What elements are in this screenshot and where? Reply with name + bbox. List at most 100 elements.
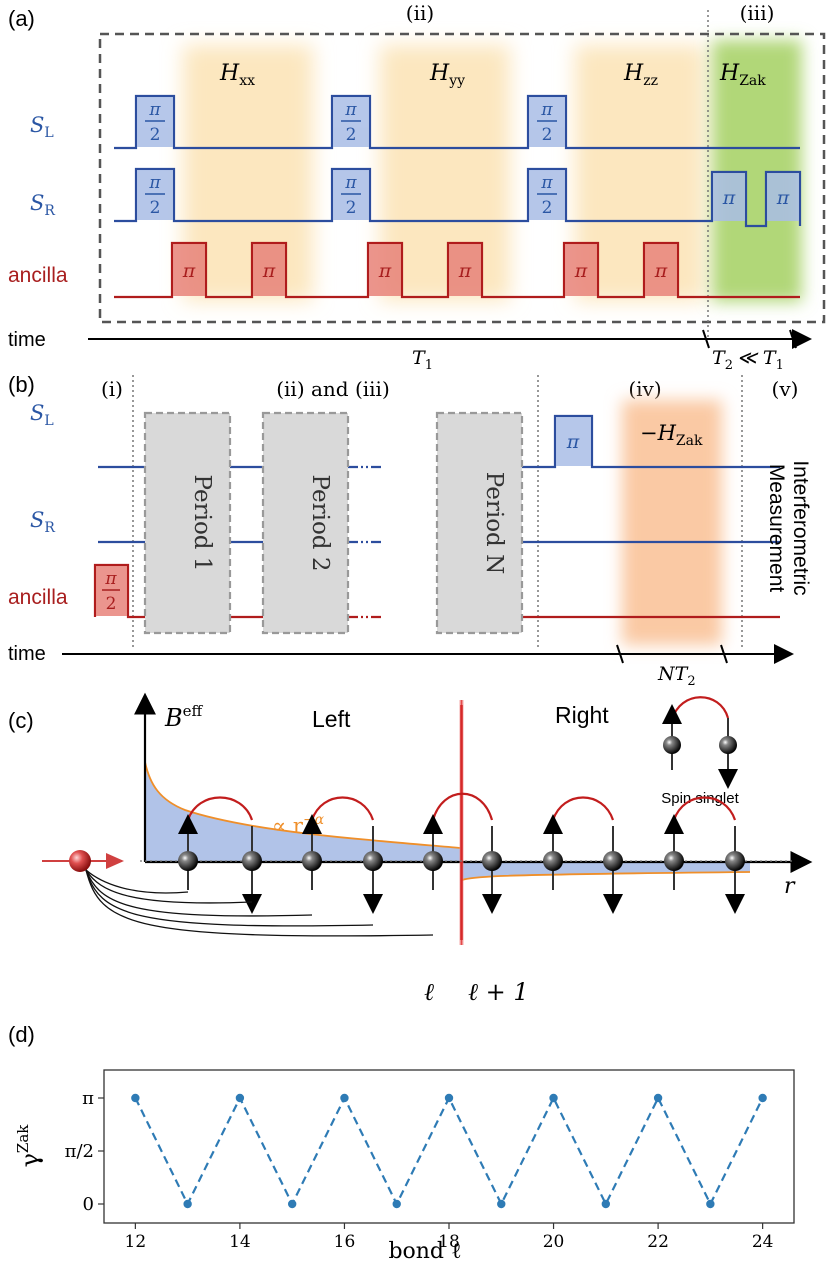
zak-data-point <box>549 1093 558 1103</box>
panel-c: (c) Beff Left Right ∝ r−α r Spin singlet <box>8 692 813 945</box>
plot-frame <box>103 1069 795 1224</box>
spin-site <box>242 851 262 871</box>
panel-c-label: (c) <box>8 708 34 733</box>
svg-text:2: 2 <box>542 198 553 218</box>
sr-waveform <box>114 167 802 228</box>
beff-curve-left <box>144 761 461 849</box>
svg-text:π: π <box>540 173 553 193</box>
ancilla-pi-labels: π π π π π π <box>182 260 668 282</box>
svg-text:π: π <box>262 260 276 282</box>
ancilla-spin <box>69 850 91 872</box>
singlet-bond <box>310 796 375 821</box>
x-tick-label: 12 <box>125 1232 147 1252</box>
site-l-label: ℓ <box>424 978 434 1006</box>
panel-a: (a) (ii) (iii) Hxx Hyy Hzz HZak SL SR an… <box>8 1 826 373</box>
svg-text:π: π <box>148 173 161 193</box>
spin-site <box>178 851 198 871</box>
ancilla-pi-half-pulse <box>96 566 127 616</box>
tick-nt2-end <box>720 644 728 664</box>
svg-text:2: 2 <box>150 125 161 145</box>
x-tick-label: 16 <box>334 1232 356 1252</box>
row-sr-label-b: SR <box>30 508 55 536</box>
svg-text:π: π <box>148 100 161 120</box>
section-i-label: (i) <box>101 377 123 401</box>
site-l1-label: ℓ + 1 <box>468 978 529 1006</box>
ancilla-coupling <box>85 869 253 904</box>
spin-site <box>482 851 502 871</box>
x-tick-label: 20 <box>543 1232 565 1252</box>
row-sl-label: SL <box>30 113 54 141</box>
right-label: Right <box>555 702 609 728</box>
y-tick-label: π/2 <box>65 1141 94 1162</box>
blue-pulse-fills <box>137 97 799 221</box>
period-n-box <box>435 411 524 635</box>
zak-data-point <box>601 1199 611 1209</box>
panel-d-label: (d) <box>8 1022 35 1047</box>
hyy-label: Hyy <box>429 61 465 89</box>
beff-curve-right <box>461 871 751 881</box>
singlet-bond <box>551 796 615 821</box>
zak-data-point <box>706 1199 715 1209</box>
svg-text:π: π <box>654 260 668 282</box>
tick-t2-end <box>789 329 797 349</box>
zak-data-point <box>444 1093 454 1103</box>
nt2-label: NT2 <box>657 663 696 689</box>
x-tick-label: 22 <box>647 1232 669 1252</box>
singlet-bond <box>186 796 254 821</box>
spin-site <box>302 851 322 871</box>
hzz-label: Hzz <box>623 61 658 89</box>
panel-a-label: (a) <box>8 6 35 31</box>
panel-b: (b) (i) (ii) and (iii) (iv) (v) −HZak SL… <box>8 372 812 689</box>
y-axis-label: γZak <box>14 1124 44 1168</box>
ancilla-waveform <box>114 241 800 299</box>
zak-data-point <box>340 1093 349 1103</box>
period-1-label: Period 1 <box>189 475 215 572</box>
sl-line-b <box>98 414 780 469</box>
zak-data-point <box>653 1093 663 1103</box>
row-sr-label: SR <box>30 191 55 219</box>
zak-data-point <box>497 1199 506 1209</box>
period-frame <box>98 32 826 324</box>
svg-text:π: π <box>776 187 790 209</box>
svg-text:2: 2 <box>106 594 117 614</box>
spin-site <box>423 851 443 871</box>
svg-text:π: π <box>104 569 117 589</box>
measurement-line2: Measurement <box>765 464 788 593</box>
time-label-b: time <box>8 643 46 665</box>
y-axis-label-sup: Zak <box>14 1124 32 1153</box>
x-axis-label: bond ℓ <box>388 1239 461 1262</box>
t1-label: T1 <box>412 347 433 373</box>
period-1-box <box>143 411 232 635</box>
row-ancilla-label-b: ancilla <box>8 586 68 609</box>
period-2-label: Period 2 <box>307 475 333 572</box>
t2-label: T2≪ T1 <box>712 347 784 373</box>
row-sl-label-b: SL <box>30 401 54 429</box>
ancilla-coupling <box>85 869 434 937</box>
svg-text:2: 2 <box>346 198 357 218</box>
spin-site <box>603 851 623 871</box>
time-label-a: time <box>8 329 46 351</box>
svg-text:π: π <box>540 100 553 120</box>
sl-pi-pulse <box>556 417 591 466</box>
section-iii-label: (iii) <box>740 1 775 25</box>
section-iv-label: (iv) <box>628 377 661 401</box>
y-tick-label: π <box>82 1088 94 1109</box>
panel-b-label: (b) <box>8 372 35 397</box>
singlet-bond <box>672 796 737 821</box>
section-ii-iii-label: (ii) and (iii) <box>276 377 390 401</box>
row-ancilla-label: ancilla <box>8 264 68 287</box>
hzak-label: HZak <box>719 61 766 89</box>
spin-site <box>725 851 745 871</box>
svg-text:2: 2 <box>346 125 357 145</box>
svg-text:π: π <box>344 100 357 120</box>
spin-sites: ℓ ℓ + 1 <box>42 792 795 1006</box>
beff-area-left <box>145 762 460 862</box>
ancilla-line-b <box>93 563 780 619</box>
minus-hzak-band <box>622 400 722 645</box>
zak-data-point <box>392 1199 401 1209</box>
beff-label: Beff <box>164 702 204 732</box>
